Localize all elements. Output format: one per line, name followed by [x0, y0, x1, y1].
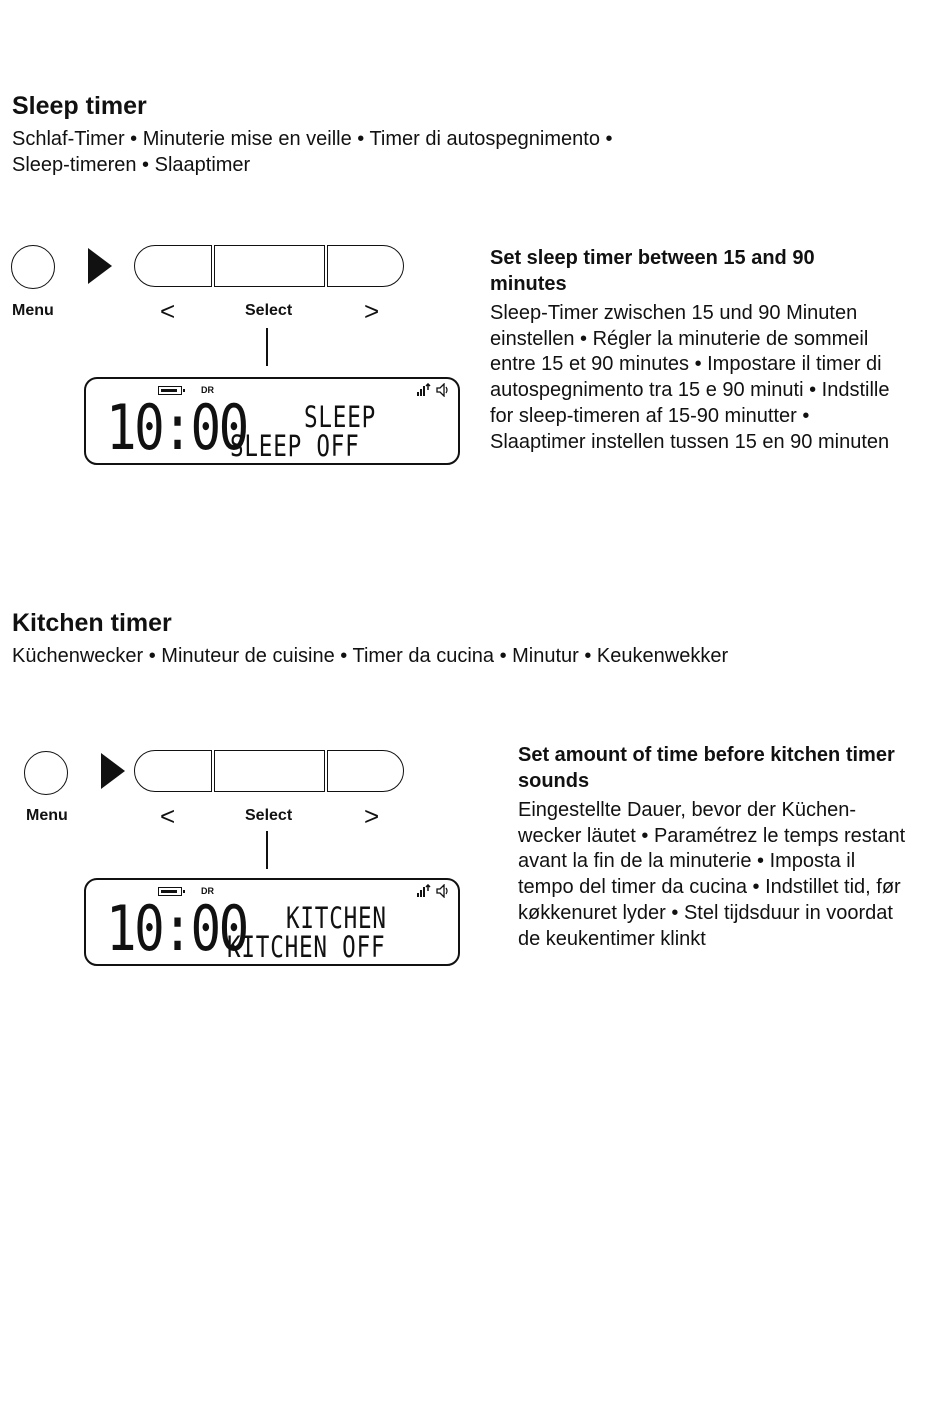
dr-indicator: DR — [201, 385, 214, 395]
play-icon — [101, 753, 125, 789]
menu-label: Menu — [12, 302, 54, 319]
chevron-left-icon: < — [160, 296, 176, 326]
control-buttons — [134, 750, 404, 794]
section-title-sleep: Sleep timer — [12, 92, 147, 120]
pointer-line — [266, 831, 268, 869]
menu-label: Menu — [26, 807, 68, 824]
left-button[interactable] — [134, 245, 212, 287]
pointer-line — [266, 328, 268, 366]
sleep-device-panel: Menu < Select > DR 10:00 SLEEP SLEEP OFF — [0, 240, 470, 480]
chevron-right-icon: > — [364, 801, 380, 831]
lcd-display: DR 10:00 SLEEP SLEEP OFF — [84, 377, 460, 465]
speaker-icon — [436, 383, 448, 397]
battery-icon — [158, 887, 185, 896]
chevron-left-icon: < — [160, 801, 176, 831]
menu-button[interactable] — [24, 751, 68, 795]
section-subtitle-kitchen: Küchenwecker • Minuteur de cuisine • Tim… — [12, 645, 729, 667]
chevron-right-icon: > — [364, 296, 380, 326]
select-button[interactable] — [214, 750, 325, 792]
battery-icon — [158, 386, 185, 395]
right-button[interactable] — [327, 750, 404, 792]
lcd-line-2: KITCHEN OFF — [227, 930, 386, 964]
kitchen-device-panel: Menu < Select > DR 10:00 KITCHEN KITCHEN… — [0, 745, 470, 985]
lcd-time: 10:00 — [106, 391, 249, 464]
play-icon — [88, 248, 112, 284]
menu-button[interactable] — [11, 245, 55, 289]
lcd-line-2: SLEEP OFF — [230, 429, 360, 463]
section-title-kitchen: Kitchen timer — [12, 609, 172, 637]
right-button[interactable] — [327, 245, 404, 287]
signal-icon — [417, 383, 431, 396]
select-label: Select — [245, 302, 293, 319]
select-label: Select — [245, 807, 293, 824]
dr-indicator: DR — [201, 886, 214, 896]
lcd-line-1: KITCHEN — [286, 901, 387, 935]
lcd-display: DR 10:00 KITCHEN KITCHEN OFF — [84, 878, 460, 966]
signal-icon — [417, 884, 431, 897]
control-buttons — [134, 245, 404, 289]
select-button[interactable] — [214, 245, 325, 287]
sleep-description-title: Set sleep timer between 15 and 90 minute… — [490, 247, 815, 295]
speaker-icon — [436, 884, 448, 898]
left-button[interactable] — [134, 750, 212, 792]
sleep-description-body: Sleep-Timer zwischen 15 und 90 Minuten e… — [490, 302, 890, 453]
kitchen-description-title: Set amount of time before kitchen timer … — [518, 744, 895, 792]
kitchen-description-body: Eingestellte Dauer, bevor der Küchen-wec… — [518, 799, 906, 950]
lcd-time: 10:00 — [106, 892, 249, 965]
section-subtitle-sleep: Schlaf-Timer • Minuterie mise en veille … — [12, 128, 613, 176]
lcd-line-1: SLEEP — [304, 400, 377, 434]
